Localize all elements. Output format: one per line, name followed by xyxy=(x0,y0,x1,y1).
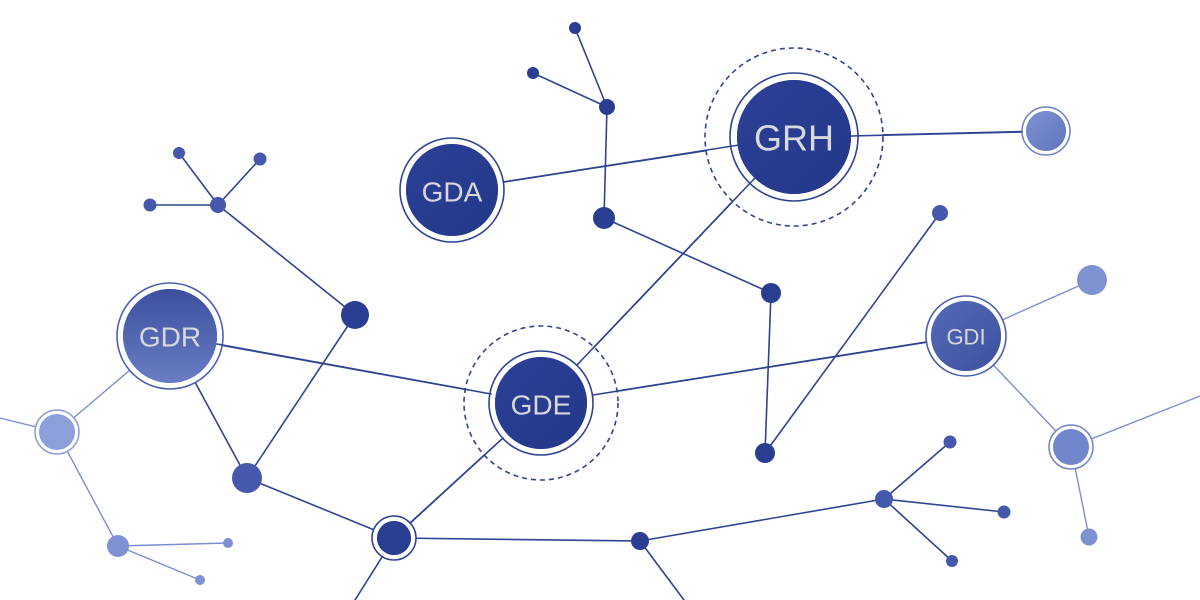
ringed-node-right-bottom xyxy=(1048,424,1094,470)
nodes-light xyxy=(107,265,1107,585)
node xyxy=(569,22,581,34)
edge-overlay-gde-bottom xyxy=(409,437,504,524)
hub-gdr-label-top: GDR xyxy=(139,322,201,353)
node xyxy=(107,535,129,557)
node xyxy=(253,152,267,166)
node xyxy=(232,463,262,493)
edge-top-cluster-e xyxy=(764,292,772,454)
edge-ll-cluster-b xyxy=(117,545,201,581)
edge-top-cluster-d xyxy=(603,217,772,294)
node xyxy=(195,575,205,585)
node xyxy=(1077,265,1107,295)
edge-long-diagonal xyxy=(764,212,941,454)
edge-bottom-down xyxy=(639,540,685,600)
node xyxy=(761,283,781,303)
edge-rb-cluster-a xyxy=(883,441,951,500)
ringed-node-right-top-core xyxy=(1026,111,1066,151)
hub-gde-core-top xyxy=(495,357,587,449)
edge-ll-cluster-a xyxy=(117,542,229,547)
node xyxy=(943,435,957,449)
node xyxy=(997,505,1011,519)
edge-overlay-gde-gdi xyxy=(592,341,927,396)
ringed-node-left xyxy=(34,409,80,455)
edge-overlay-gde-gdr xyxy=(216,343,492,395)
edge-bottom-to-cluster xyxy=(639,498,885,542)
hub-gde-label-top: GDE xyxy=(511,390,572,421)
hub-gda-core-top xyxy=(406,144,498,236)
edge-rb-cluster-b xyxy=(883,498,1005,513)
edge-overlay-grh-gde xyxy=(576,177,756,366)
edge-overlay-grh-right xyxy=(850,131,1023,137)
node xyxy=(755,443,775,463)
nodes-dark xyxy=(341,22,781,550)
node xyxy=(173,147,185,159)
hub-gdi-label-top: GDI xyxy=(946,325,985,350)
edge-lower-to-ring xyxy=(246,477,395,539)
edge-left-cluster-b xyxy=(217,158,261,206)
node xyxy=(527,67,539,79)
hub-grh-core-top xyxy=(737,80,851,194)
node xyxy=(946,555,958,567)
node xyxy=(875,490,893,508)
edge-left-cluster-a xyxy=(178,152,219,206)
hub-gda-label-top: GDA xyxy=(422,177,483,208)
node xyxy=(932,205,948,221)
edge-right-ring-offscreen xyxy=(1070,395,1200,448)
edge-left-cluster-d xyxy=(217,204,356,316)
node xyxy=(599,99,615,115)
nodes-mid xyxy=(143,147,1011,567)
edges-overlay xyxy=(216,131,1023,524)
node xyxy=(1080,528,1098,546)
node xyxy=(143,198,157,212)
node xyxy=(210,197,226,213)
hub-gdi-core-top xyxy=(931,301,1001,371)
edge-left-cluster-e xyxy=(246,314,356,479)
edge-top-cluster-a xyxy=(574,27,608,108)
edge-ring-right xyxy=(393,537,641,542)
edge-rb-cluster-c xyxy=(883,498,953,562)
edge-top-cluster-b xyxy=(532,72,608,108)
edge-overlay-grh-gda xyxy=(503,144,740,183)
ringed-node-bottom-core xyxy=(377,521,411,555)
node xyxy=(223,538,233,548)
node xyxy=(593,207,615,229)
node xyxy=(341,301,369,329)
hub-grh-label-top: GRH xyxy=(754,118,834,159)
node xyxy=(631,532,649,550)
edge-top-cluster-c xyxy=(603,106,608,219)
edges-dark xyxy=(149,27,1047,600)
hub-gdr-core-top xyxy=(123,289,217,383)
